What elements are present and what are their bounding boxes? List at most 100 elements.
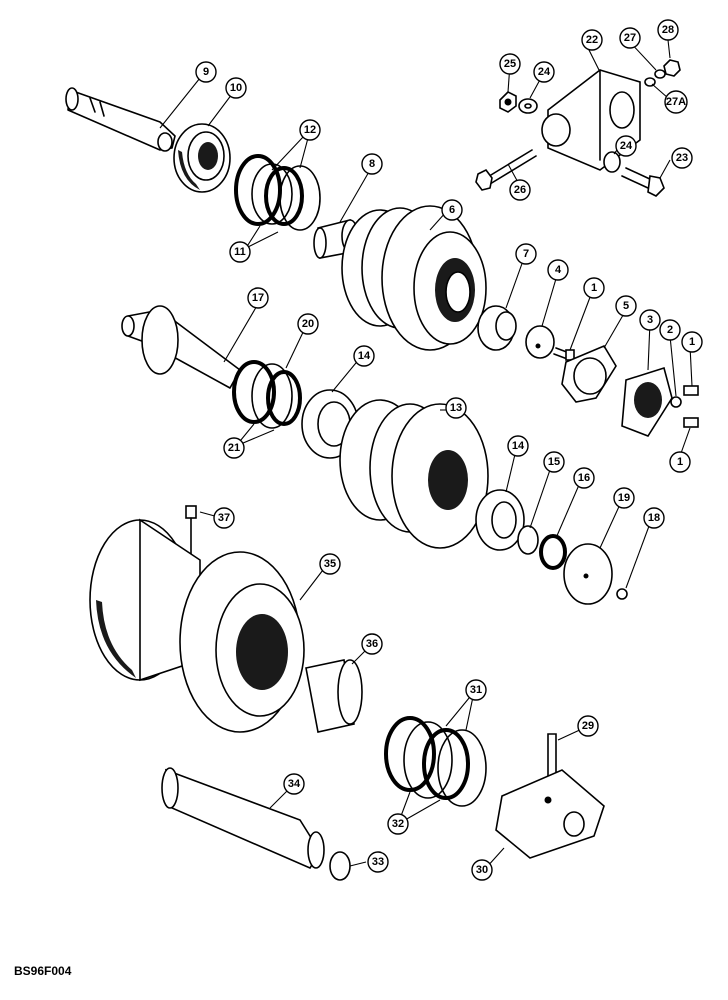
callout-2: 2	[659, 319, 681, 341]
svg-text:23: 23	[676, 152, 688, 164]
svg-text:37: 37	[218, 512, 230, 524]
bracket-30	[495, 769, 605, 859]
callout-22: 22	[581, 29, 603, 51]
ring-15	[517, 525, 539, 555]
shaft-17	[121, 305, 241, 389]
callout-26: 26	[509, 179, 531, 201]
svg-text:29: 29	[582, 720, 594, 732]
snap-ring-16	[539, 534, 567, 570]
callout-21: 21	[223, 437, 245, 459]
bushing-36	[305, 659, 363, 733]
svg-text:11: 11	[234, 246, 246, 258]
gasket-5	[561, 344, 617, 403]
svg-text:10: 10	[230, 82, 242, 94]
svg-text:21: 21	[228, 442, 240, 454]
o-ring-33	[329, 851, 351, 881]
svg-text:22: 22	[586, 34, 598, 46]
svg-text:27: 27	[624, 32, 636, 44]
seal-group-lower	[384, 716, 487, 807]
svg-text:6: 6	[449, 204, 455, 216]
svg-text:3: 3	[647, 314, 653, 326]
callout-3: 3	[639, 309, 661, 331]
svg-text:5: 5	[623, 300, 629, 312]
svg-text:4: 4	[555, 264, 562, 276]
svg-text:1: 1	[677, 456, 683, 468]
callout-8: 8	[361, 153, 383, 175]
plug-18	[616, 588, 628, 600]
svg-text:18: 18	[648, 512, 660, 524]
cover-19	[563, 543, 613, 605]
callout-33: 33	[367, 851, 389, 873]
svg-text:24: 24	[538, 66, 551, 78]
thrust-ring-7	[477, 305, 517, 351]
leader-lines	[159, 39, 693, 869]
svg-text:30: 30	[476, 864, 488, 876]
callout-37: 37	[213, 507, 235, 529]
svg-text:34: 34	[288, 778, 301, 790]
svg-text:15: 15	[548, 456, 560, 468]
svg-text:1: 1	[591, 282, 597, 294]
roller-13	[339, 399, 489, 549]
callout-27: 27	[619, 27, 641, 49]
screws-1-right	[683, 385, 699, 428]
callout-32: 32	[387, 813, 409, 835]
callout-10: 10	[225, 77, 247, 99]
roller-35	[89, 518, 305, 733]
screw-1-mid	[553, 347, 575, 361]
figure-code: BS96F004	[14, 964, 72, 978]
shaft-upper	[65, 87, 176, 152]
svg-text:31: 31	[470, 684, 482, 696]
callout-23: 23	[671, 147, 693, 169]
hex-nut-28	[663, 59, 681, 77]
svg-text:14: 14	[358, 350, 371, 362]
callout-34: 34	[283, 773, 305, 795]
svg-text:33: 33	[372, 856, 384, 868]
bolt-23	[621, 167, 665, 197]
callout-11: 11	[229, 241, 251, 263]
hex-nut-25	[499, 91, 517, 113]
end-cap-3	[621, 366, 673, 437]
callout-30: 30	[471, 859, 493, 881]
callout-18: 18	[643, 507, 665, 529]
svg-text:27A: 27A	[666, 96, 686, 108]
callout-5: 5	[615, 295, 637, 317]
callout-24-top: 24	[533, 61, 555, 83]
svg-text:36: 36	[366, 638, 378, 650]
bolt-26	[475, 149, 537, 191]
svg-text:28: 28	[662, 24, 674, 36]
callout-6: 6	[441, 199, 463, 221]
callout-14-right: 14	[507, 435, 529, 457]
washer-24-top	[518, 98, 538, 114]
callout-17: 17	[247, 287, 269, 309]
svg-text:2: 2	[667, 324, 673, 336]
washer-2	[670, 396, 682, 408]
shaft-34	[161, 767, 325, 870]
callout-7: 7	[515, 243, 537, 265]
callout-24-side: 24	[615, 135, 637, 157]
washer-24-side	[603, 151, 621, 173]
bearing-14-right	[475, 489, 525, 551]
callout-35: 35	[319, 553, 341, 575]
svg-text:25: 25	[504, 58, 516, 70]
svg-text:13: 13	[450, 402, 462, 414]
svg-text:9: 9	[203, 66, 209, 78]
svg-text:12: 12	[304, 124, 316, 136]
callout-20: 20	[297, 313, 319, 335]
callout-14-left: 14	[353, 345, 375, 367]
callout-4: 4	[547, 259, 569, 281]
callout-1-mid: 1	[583, 277, 605, 299]
svg-text:14: 14	[512, 440, 525, 452]
washer-27	[654, 69, 666, 79]
bearing-upper	[173, 123, 231, 193]
callout-25: 25	[499, 53, 521, 75]
svg-text:20: 20	[302, 318, 314, 330]
callout-1-right-top: 1	[681, 331, 703, 353]
svg-text:7: 7	[523, 248, 529, 260]
callout-28: 28	[657, 19, 679, 41]
callout-1-right-bottom: 1	[669, 451, 691, 473]
roller-upper	[341, 205, 487, 351]
svg-text:17: 17	[252, 292, 264, 304]
seal-group-upper	[234, 154, 321, 231]
callout-16: 16	[573, 467, 595, 489]
callout-15: 15	[543, 451, 565, 473]
